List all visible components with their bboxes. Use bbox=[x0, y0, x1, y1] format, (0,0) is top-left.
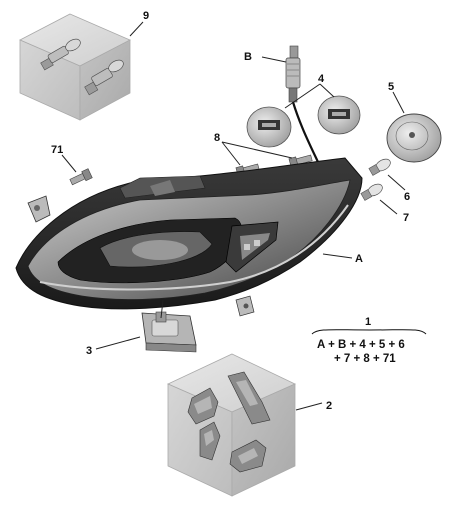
callout-4: 4 bbox=[318, 73, 325, 85]
callout-9: 9 bbox=[143, 10, 149, 22]
callout-6: 6 bbox=[404, 191, 410, 203]
igniter-part-b bbox=[285, 45, 301, 103]
h7-bulb-icon bbox=[84, 59, 124, 96]
headlamp-part-a bbox=[15, 157, 363, 317]
ballast-part-3 bbox=[141, 299, 197, 353]
callout-7: 7 bbox=[403, 212, 409, 224]
bulb-part-7 bbox=[360, 183, 383, 201]
bracket-box-part-2 bbox=[167, 353, 296, 497]
kit-line-1: A + B + 4 + 5 + 6 bbox=[317, 339, 405, 351]
callout-2: 2 bbox=[326, 400, 332, 412]
callout-b: B bbox=[244, 51, 252, 63]
kit-line-2: + 7 + 8 + 71 bbox=[334, 353, 396, 365]
screw-part-71 bbox=[69, 168, 93, 186]
bracket-icon bbox=[227, 371, 271, 425]
cap-part-5 bbox=[386, 113, 442, 163]
bracket-icon bbox=[229, 439, 267, 473]
callout-5: 5 bbox=[388, 81, 394, 93]
bracket-icon bbox=[199, 421, 221, 461]
callout-1: 1 bbox=[365, 316, 371, 328]
callout-8: 8 bbox=[214, 132, 220, 144]
callout-a: A bbox=[355, 253, 363, 265]
kit-formula-part-1: 1 A + B + 4 + 5 + 6 + 7 + 8 + 71 bbox=[311, 316, 427, 365]
cover-part-4 bbox=[246, 95, 361, 148]
h7-bulb-icon bbox=[40, 38, 81, 71]
callout-3: 3 bbox=[86, 345, 92, 357]
bracket-icon bbox=[187, 387, 219, 425]
callout-71: 71 bbox=[51, 144, 63, 156]
wire bbox=[291, 101, 319, 163]
bulb-box-part-9 bbox=[19, 13, 131, 121]
bulb-part-6 bbox=[368, 158, 391, 176]
